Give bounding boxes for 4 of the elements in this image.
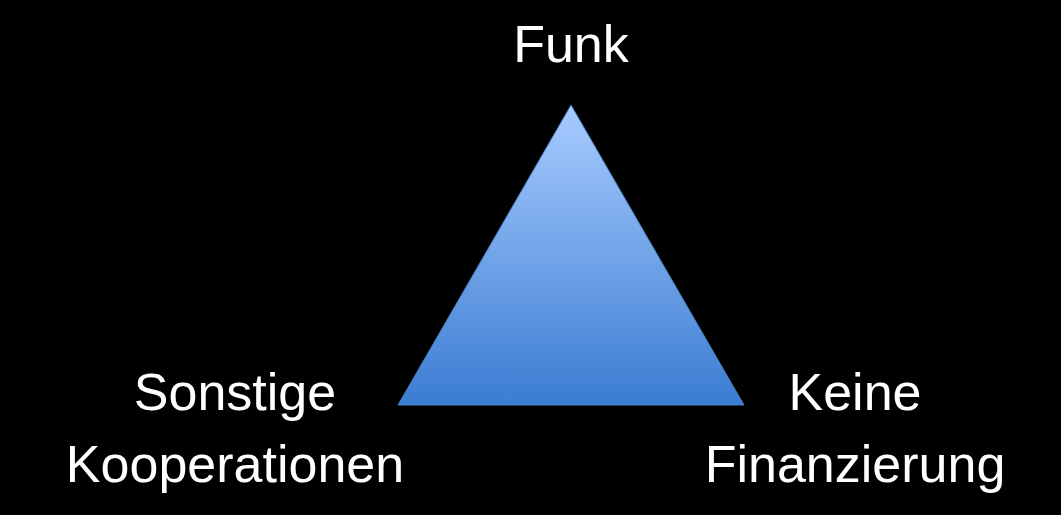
corner-label: Keine Finanzierung	[703, 362, 1007, 495]
corner-label: Sonstige Kooperationen	[64, 362, 406, 495]
corner-label: Funk	[512, 14, 630, 75]
triangle-shape	[398, 105, 744, 405]
